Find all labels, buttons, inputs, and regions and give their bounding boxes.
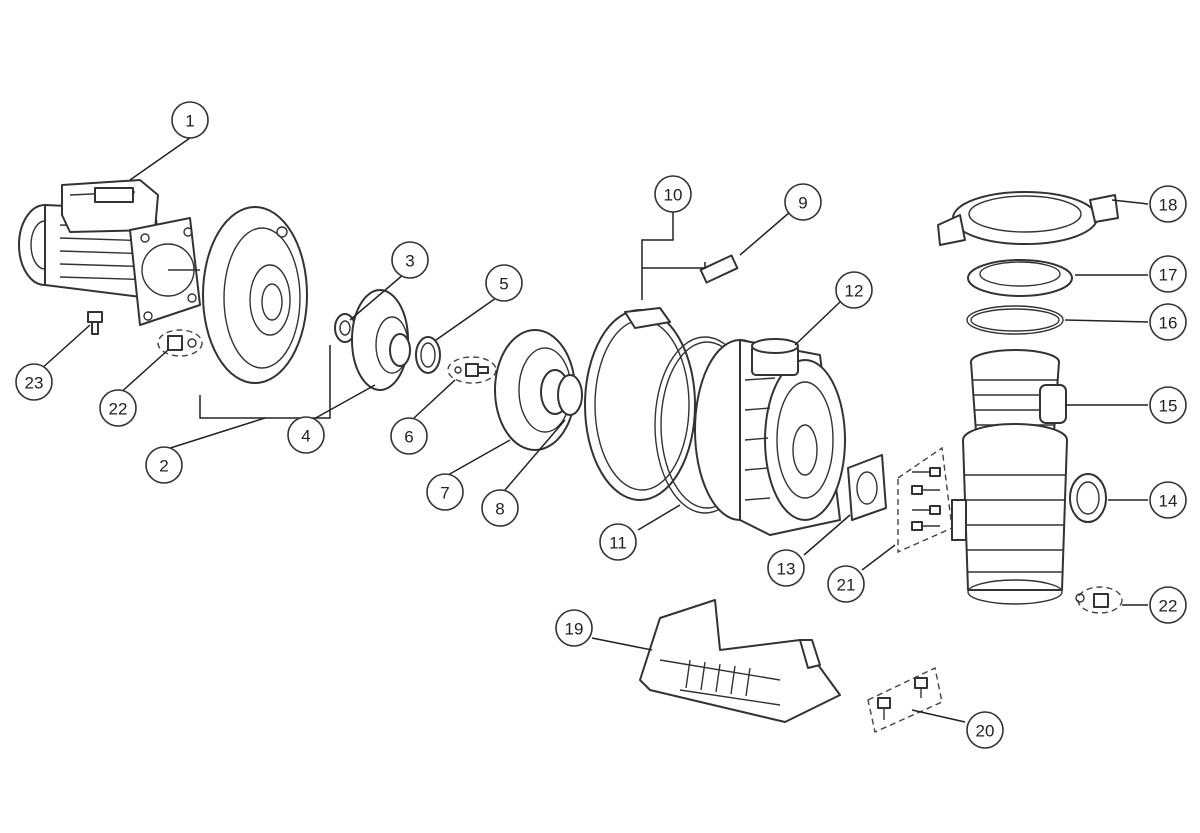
motor bbox=[18, 179, 201, 326]
callout-9: 9 bbox=[784, 183, 822, 221]
o-ring-5 bbox=[415, 336, 441, 374]
bolt-group-21 bbox=[897, 446, 953, 554]
clip-9 bbox=[699, 254, 739, 284]
seal-plate bbox=[202, 206, 308, 384]
callout-1: 1 bbox=[171, 101, 209, 139]
callout-21: 21 bbox=[827, 565, 865, 603]
callout-2: 2 bbox=[145, 446, 183, 484]
svg-text:13: 13 bbox=[777, 560, 796, 579]
drain-plug-left bbox=[157, 329, 203, 357]
callout-18: 18 bbox=[1149, 185, 1187, 223]
bolt-23 bbox=[87, 311, 103, 335]
callout-7: 7 bbox=[426, 473, 464, 511]
callout-4: 4 bbox=[287, 416, 325, 454]
screw-group-20 bbox=[867, 666, 943, 733]
lid-ring bbox=[937, 191, 1119, 246]
callout-11: 11 bbox=[599, 523, 637, 561]
svg-text:9: 9 bbox=[798, 194, 807, 213]
diffuser bbox=[351, 289, 411, 391]
callout-6: 6 bbox=[390, 417, 428, 455]
callout-3: 3 bbox=[391, 241, 429, 279]
svg-text:23: 23 bbox=[25, 374, 44, 393]
svg-text:22: 22 bbox=[109, 400, 128, 419]
drain-plug-right bbox=[1075, 586, 1123, 614]
pump-housing bbox=[694, 338, 846, 536]
svg-text:2: 2 bbox=[159, 457, 168, 476]
leader-10-stem bbox=[641, 212, 674, 268]
callout-22-left: 22 bbox=[99, 389, 137, 427]
callout-8: 8 bbox=[481, 489, 519, 527]
svg-text:8: 8 bbox=[495, 500, 504, 519]
bracket-10 bbox=[641, 262, 706, 300]
svg-text:5: 5 bbox=[499, 275, 508, 294]
svg-text:10: 10 bbox=[664, 186, 683, 205]
strainer-housing bbox=[951, 423, 1107, 605]
leader-lines bbox=[39, 137, 1149, 723]
callout-12: 12 bbox=[835, 271, 873, 309]
callout-16: 16 bbox=[1149, 303, 1187, 341]
screw-group-6 bbox=[447, 356, 497, 384]
svg-text:15: 15 bbox=[1159, 397, 1178, 416]
callout-20: 20 bbox=[966, 711, 1004, 749]
svg-text:21: 21 bbox=[837, 576, 856, 595]
svg-text:7: 7 bbox=[440, 484, 449, 503]
lid bbox=[967, 259, 1073, 297]
callout-13: 13 bbox=[767, 549, 805, 587]
lid-inner bbox=[979, 261, 1061, 287]
svg-text:11: 11 bbox=[609, 534, 627, 553]
svg-text:16: 16 bbox=[1159, 314, 1178, 333]
svg-text:4: 4 bbox=[301, 427, 310, 446]
svg-text:1: 1 bbox=[185, 112, 194, 131]
svg-text:12: 12 bbox=[845, 282, 864, 301]
svg-text:3: 3 bbox=[405, 252, 414, 271]
callout-5: 5 bbox=[485, 264, 523, 302]
svg-text:14: 14 bbox=[1159, 492, 1178, 511]
callout-19: 19 bbox=[555, 609, 593, 647]
lid-o-ring-inner bbox=[970, 308, 1060, 332]
o-ring-5-inner bbox=[420, 342, 436, 368]
svg-text:17: 17 bbox=[1159, 266, 1178, 285]
callout-17: 17 bbox=[1149, 255, 1187, 293]
svg-text:22: 22 bbox=[1159, 597, 1178, 616]
svg-text:6: 6 bbox=[404, 428, 413, 447]
svg-text:18: 18 bbox=[1159, 196, 1178, 215]
gasket-13 bbox=[847, 454, 887, 521]
callout-10: 10 bbox=[654, 175, 692, 213]
callout-23: 23 bbox=[15, 363, 53, 401]
pump-base bbox=[639, 599, 841, 723]
ring-8 bbox=[557, 374, 583, 416]
svg-text:20: 20 bbox=[976, 722, 995, 741]
callout-22-right: 22 bbox=[1149, 586, 1187, 624]
callout-14: 14 bbox=[1149, 481, 1187, 519]
callout-15: 15 bbox=[1149, 386, 1187, 424]
clamp-ring bbox=[584, 307, 696, 501]
svg-text:19: 19 bbox=[565, 620, 584, 639]
lid-o-ring bbox=[966, 305, 1064, 335]
